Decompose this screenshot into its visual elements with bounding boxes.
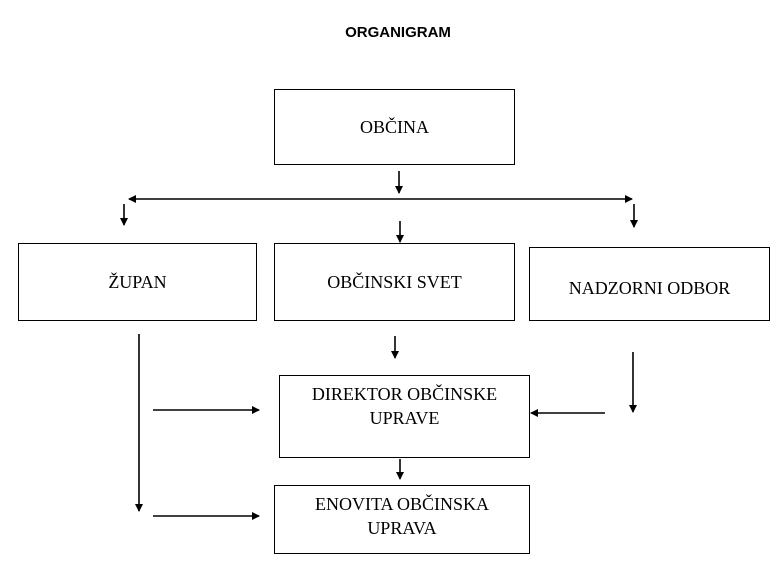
node-obcinski-svet: OBČINSKI SVET [274, 243, 515, 321]
node-direktor: DIREKTOR OBČINSKE UPRAVE [279, 375, 530, 458]
diagram-title: ORGANIGRAM [345, 24, 451, 41]
node-obcinski-svet-label: OBČINSKI SVET [327, 271, 462, 292]
node-uprava-line1: ENOVITA OBČINSKA [314, 494, 490, 514]
node-obcina: OBČINA [274, 89, 515, 165]
node-nadzorni-odbor-label: NADZORNI ODBOR [568, 277, 731, 298]
node-zupan: ŽUPAN [18, 243, 257, 321]
node-direktor-line2: UPRAVE [369, 408, 440, 429]
node-uprava: ENOVITA OBČINSKA UPRAVA [274, 485, 530, 554]
node-obcina-label: OBČINA [359, 116, 429, 137]
node-nadzorni-odbor: NADZORNI ODBOR [529, 247, 770, 321]
node-uprava-line2: UPRAVA [367, 518, 437, 539]
node-direktor-line1: DIREKTOR OBČINSKE [311, 384, 498, 404]
node-zupan-label: ŽUPAN [108, 271, 167, 292]
